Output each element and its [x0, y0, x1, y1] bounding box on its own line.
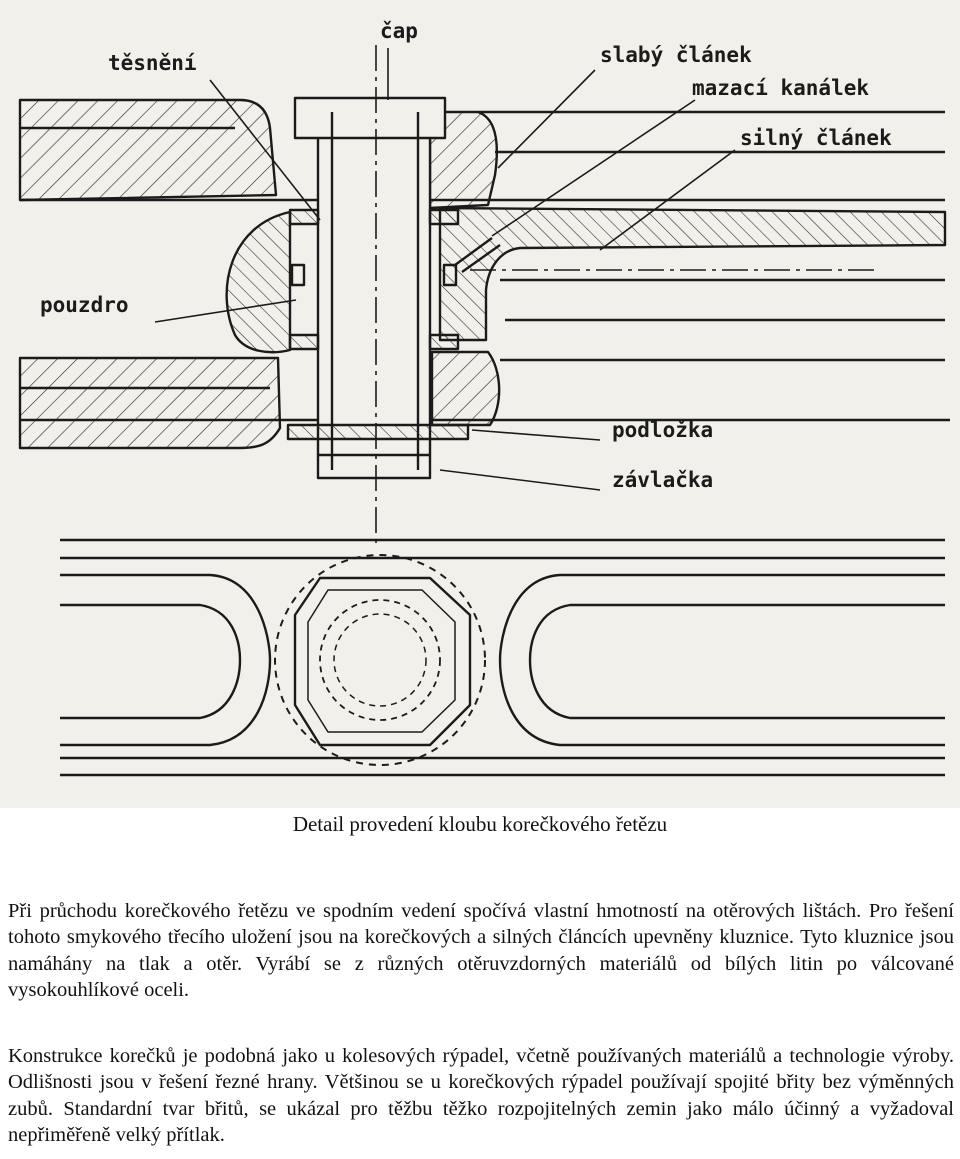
weak-link-bottom — [18, 356, 282, 450]
pin-head-octagon — [293, 576, 472, 747]
strong-link — [438, 206, 947, 342]
weak-link-top — [18, 98, 278, 202]
label-weak-link: slabý článek — [600, 43, 752, 67]
label-lube-channel: mazací kanálek — [692, 76, 869, 100]
chain-joint-drawing: těsnění čap slabý článek mazací kanálek … — [0, 0, 960, 808]
pin — [316, 110, 432, 480]
link-end-left — [60, 573, 272, 747]
weak-link-top-right — [428, 110, 499, 210]
weak-link-bottom-right — [430, 350, 501, 427]
label-seal: těsnění — [108, 51, 197, 75]
link-end-right — [498, 573, 945, 747]
label-cotter-pin: závlačka — [612, 468, 713, 492]
label-bushing: pouzdro — [40, 293, 129, 317]
label-pin: čap — [380, 19, 418, 43]
label-strong-link: silný článek — [740, 126, 892, 150]
label-washer: podložka — [612, 418, 713, 442]
washer — [286, 423, 470, 441]
lube-channel — [454, 237, 501, 273]
paragraph-2: Konstrukce korečků je podobná jako u kol… — [8, 1045, 954, 1146]
figure-caption: Detail provedení kloubu korečkového řetě… — [292, 812, 668, 836]
bushing — [225, 210, 292, 354]
pin-circle — [274, 554, 486, 766]
paragraph-1: Při průchodu korečkového řetězu ve spodn… — [8, 900, 954, 1001]
pin-head — [293, 96, 447, 140]
